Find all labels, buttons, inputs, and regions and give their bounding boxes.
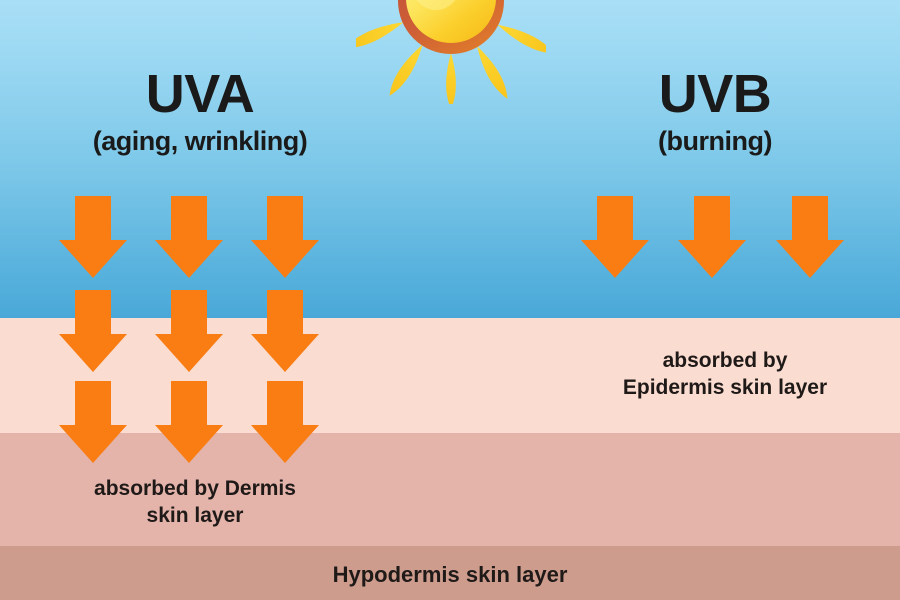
dermis-skin-layer <box>0 433 900 546</box>
uva-arrow <box>155 381 223 463</box>
hypodermis-skin-layer <box>0 546 900 600</box>
uva-title: UVA <box>145 64 255 124</box>
sky-layer <box>0 0 900 318</box>
uvb-subtitle: (burning) <box>658 125 772 156</box>
uva-arrow <box>59 381 127 463</box>
uva-arrow <box>251 381 319 463</box>
uvb-heading: UVB (burning) <box>545 66 885 156</box>
dermis-absorption-caption: absorbed by Dermis skin layer <box>94 477 296 527</box>
uvb-arrow <box>678 196 746 278</box>
uva-heading: UVA (aging, wrinkling) <box>10 66 390 156</box>
uva-arrow <box>59 196 127 278</box>
uva-arrow <box>251 290 319 372</box>
uvb-title: UVB <box>658 64 772 124</box>
uva-subtitle: (aging, wrinkling) <box>92 125 308 156</box>
uva-arrow <box>251 196 319 278</box>
epidermis-absorption-caption: absorbed by Epidermis skin layer <box>622 349 828 399</box>
uvb-arrow <box>581 196 649 278</box>
uva-arrow <box>155 196 223 278</box>
uvb-arrow <box>776 196 844 278</box>
uva-arrow <box>59 290 127 372</box>
epidermis-skin-layer <box>0 318 900 433</box>
uva-arrow <box>155 290 223 372</box>
hypodermis-layer-label: Hypodermis skin layer <box>332 562 568 587</box>
